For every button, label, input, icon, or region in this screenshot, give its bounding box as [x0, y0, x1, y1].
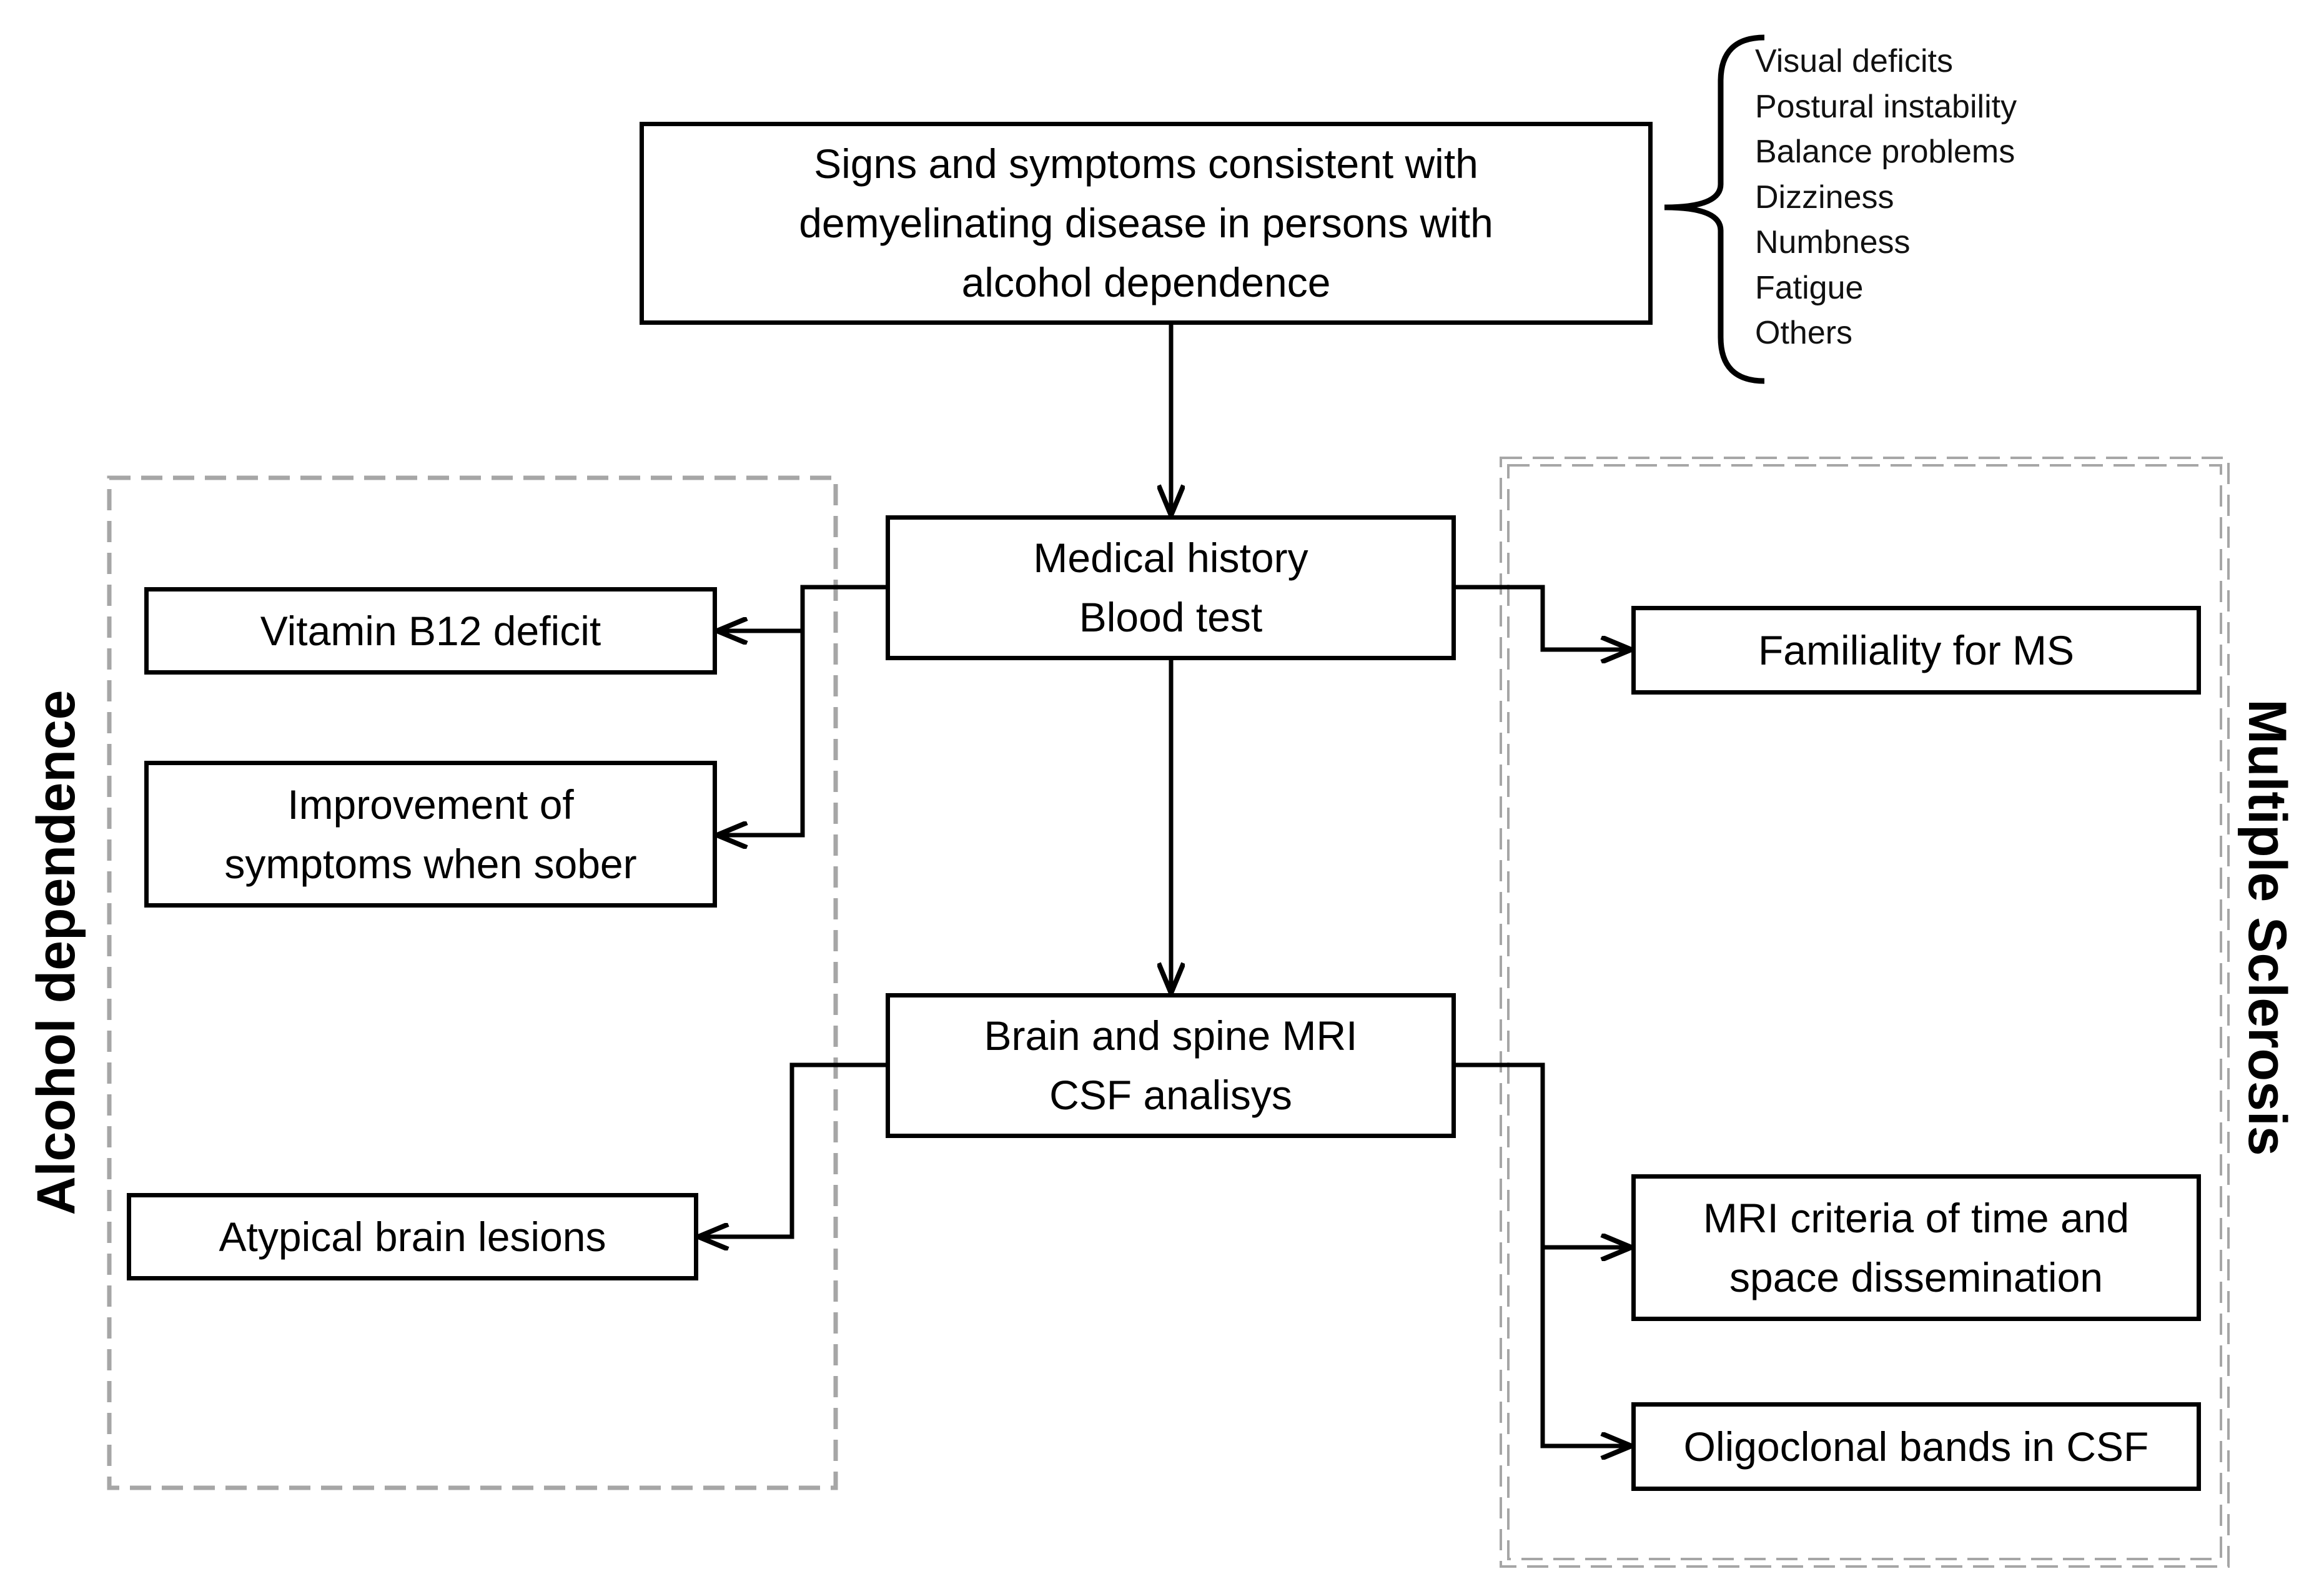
- medical-history-line-1: Medical history: [1033, 535, 1308, 581]
- familiality-for-ms-label: Familiality for MS: [1758, 626, 2075, 673]
- mri-criteria-box: MRI criteria of time and space dissemina…: [1631, 1174, 2201, 1321]
- arrow-medical-to-familiality: [1454, 585, 1631, 650]
- symptom-item: Numbness: [1755, 224, 1911, 260]
- brain-spine-mri-box: Brain and spine MRI CSF analisys: [886, 993, 1456, 1138]
- medical-history-box: Medical history Blood test: [886, 515, 1456, 660]
- symptoms-brace: [1664, 34, 1765, 384]
- improvement-line-1: Improvement of: [287, 781, 574, 828]
- symptom-item: Dizziness: [1755, 179, 1894, 215]
- arrow-mri-to-mri-criteria: [1454, 1062, 1631, 1247]
- vitamin-b12-deficit-box: Vitamin B12 deficit: [144, 587, 717, 675]
- arrow-mri-to-oligoclonal: [1540, 1247, 1631, 1446]
- atypical-brain-lesions-box: Atypical brain lesions: [127, 1193, 698, 1280]
- multiple-sclerosis-group-frame-outer: [1500, 457, 2230, 1568]
- signs-and-symptoms-line-3: alcohol dependence: [961, 259, 1331, 305]
- improvement-line-2: symptoms when sober: [224, 840, 637, 887]
- brain-spine-mri-line-2: CSF analisys: [1049, 1072, 1292, 1118]
- multiple-sclerosis-group-label: Multiple Sclerosis: [2237, 699, 2297, 1156]
- arrow-mri-to-atypical: [698, 1062, 887, 1237]
- symptom-item: Fatigue: [1755, 269, 1864, 306]
- improvement-when-sober-box: Improvement of symptoms when sober: [144, 761, 717, 908]
- atypical-brain-lesions-label: Atypical brain lesions: [219, 1213, 606, 1260]
- arrow-medical-to-improvement: [717, 631, 805, 835]
- symptom-item: Others: [1755, 315, 1853, 351]
- symptom-item: Postural instability: [1755, 88, 2017, 125]
- arrow-medical-to-vitamin: [717, 585, 887, 631]
- brain-spine-mri-line-1: Brain and spine MRI: [984, 1012, 1358, 1059]
- medical-history-line-2: Blood test: [1079, 594, 1263, 640]
- signs-and-symptoms-box: Signs and symptoms consistent with demye…: [640, 122, 1653, 325]
- symptom-item: Balance problems: [1755, 134, 2015, 170]
- familiality-for-ms-box: Familiality for MS: [1631, 606, 2201, 695]
- symptoms-list: Visual deficits Postural instability Bal…: [1755, 39, 2017, 356]
- signs-and-symptoms-line-2: demyelinating disease in persons with: [799, 200, 1493, 246]
- oligoclonal-bands-label: Oligoclonal bands in CSF: [1683, 1423, 2149, 1470]
- mri-criteria-line-1: MRI criteria of time and: [1703, 1194, 2130, 1241]
- vitamin-b12-deficit-label: Vitamin B12 deficit: [260, 607, 601, 654]
- symptom-item: Visual deficits: [1755, 43, 1953, 79]
- oligoclonal-bands-box: Oligoclonal bands in CSF: [1631, 1402, 2201, 1491]
- alcohol-dependence-group-label: Alcohol dependence: [26, 690, 86, 1215]
- alcohol-dependence-group-frame: [107, 475, 838, 1490]
- multiple-sclerosis-group-frame-inner: [1507, 464, 2222, 1560]
- signs-and-symptoms-line-1: Signs and symptoms consistent with: [814, 141, 1478, 187]
- mri-criteria-line-2: space dissemination: [1729, 1254, 2103, 1300]
